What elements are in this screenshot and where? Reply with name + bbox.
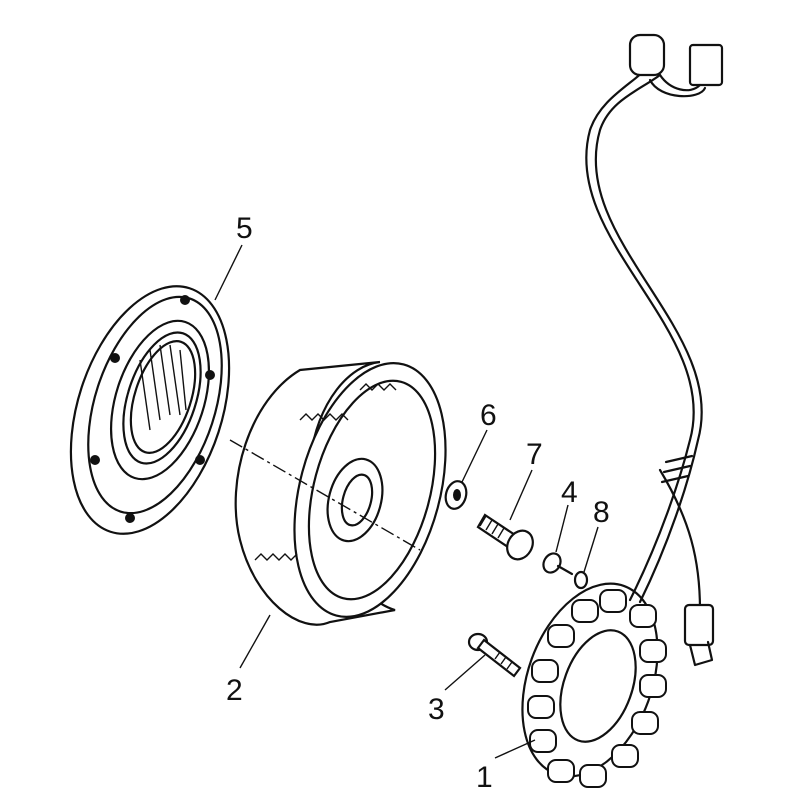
- callout-5: 5: [236, 212, 253, 245]
- part-7-bolt: [476, 513, 534, 561]
- part-1-stator: [521, 582, 667, 788]
- callout-7: 7: [526, 438, 543, 471]
- connector-square: [688, 43, 724, 87]
- leader-lines: [214, 244, 599, 759]
- part-6-washer: [444, 480, 468, 510]
- part-3-bolt: [467, 632, 522, 678]
- callout-4: 4: [561, 476, 578, 509]
- part-8-washer: [573, 570, 589, 590]
- part-4-spacer: [542, 552, 574, 576]
- connector-round: [628, 33, 666, 77]
- callout-6: 6: [480, 399, 497, 432]
- part-2-flywheel: [229, 360, 447, 626]
- wire-harness: [585, 33, 724, 667]
- part-5-starter-clutch: [69, 285, 231, 535]
- connector-small: [683, 603, 715, 647]
- callout-1: 1: [476, 761, 493, 794]
- callout-2: 2: [226, 674, 243, 707]
- callout-3: 3: [428, 693, 445, 726]
- callout-8: 8: [593, 496, 610, 529]
